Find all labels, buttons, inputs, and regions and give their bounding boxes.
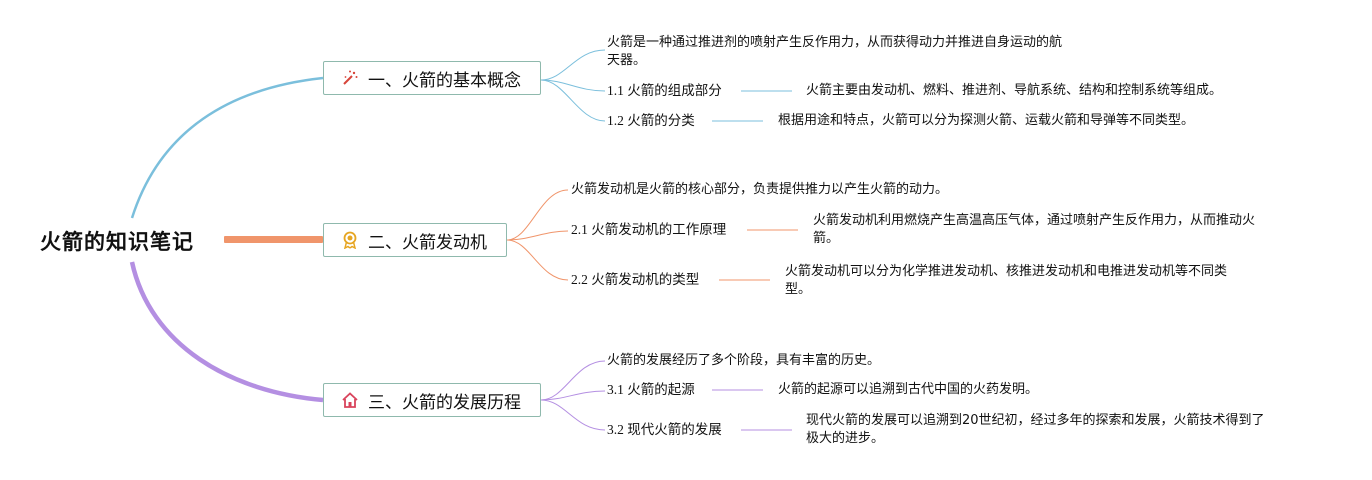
sub-topic-3-2[interactable]: 3.2 现代火箭的发展 xyxy=(607,422,722,437)
summary-line: 天器。 xyxy=(607,53,647,68)
sub-detail-1-1: 火箭主要由发动机、燃料、推进剂、导航系统、结构和控制系统等组成。 xyxy=(806,83,1223,98)
summary-line: 火箭发动机是火箭的核心部分，负责提供推力以产生火箭的动力。 xyxy=(571,182,949,197)
sub-detail-2-1: 火箭发动机利用燃烧产生高温高压气体，通过喷射产生反作用力，从而推动火 箭。 xyxy=(813,212,1255,248)
award-badge-icon xyxy=(340,230,360,250)
summary-line: 火箭的发展经历了多个阶段，具有丰富的历史。 xyxy=(607,353,881,368)
detail-line: 箭。 xyxy=(813,231,840,246)
branch1-sub1-connector xyxy=(540,79,606,92)
branch-basic-concept[interactable]: 一、火箭的基本概念 xyxy=(323,61,541,95)
branch3-summary: 火箭的发展经历了多个阶段，具有丰富的历史。 xyxy=(607,352,880,370)
branch2-summary: 火箭发动机是火箭的核心部分，负责提供推力以产生火箭的动力。 xyxy=(571,181,948,199)
branch3-sub1-connector xyxy=(540,390,606,401)
branch1-sub2-connector xyxy=(540,79,606,122)
branch2-sub2-connector xyxy=(506,239,569,281)
summary-line: 火箭是一种通过推进剂的喷射产生反作用力，从而获得动力并推进自身运动的航 xyxy=(607,35,1063,50)
detail-line: 火箭发动机利用燃烧产生高温高压气体，通过喷射产生反作用力，从而推动火 xyxy=(813,213,1256,228)
branch1-summary-connector xyxy=(540,49,606,81)
branch3-sub2-connector xyxy=(540,399,606,431)
home-icon xyxy=(340,390,360,410)
sub-topic-2-2[interactable]: 2.2 火箭发动机的类型 xyxy=(571,272,700,287)
magic-wand-icon xyxy=(340,68,360,88)
sub-detail-3-2: 现代火箭的发展可以追溯到20世纪初，经过多年的探索和发展，火箭技术得到了 极大的… xyxy=(806,412,1265,448)
detail-line: 型。 xyxy=(785,282,812,297)
branch1-summary: 火箭是一种通过推进剂的喷射产生反作用力，从而获得动力并推进自身运动的航 天器。 xyxy=(607,34,1062,70)
branch-label: 二、火箭发动机 xyxy=(368,232,487,253)
branch2-sub1-connector xyxy=(506,230,569,241)
sub-detail-3-1: 火箭的起源可以追溯到古代中国的火药发明。 xyxy=(778,382,1039,397)
branch-rocket-engine[interactable]: 二、火箭发动机 xyxy=(323,223,507,257)
root-branch1-connector xyxy=(130,76,324,219)
sub-topic-1-2[interactable]: 1.2 火箭的分类 xyxy=(607,113,695,128)
sub-detail-1-2: 根据用途和特点，火箭可以分为探测火箭、运载火箭和导弹等不同类型。 xyxy=(778,113,1195,128)
detail-line: 火箭发动机可以分为化学推进发动机、核推进发动机和电推进发动机等不同类 xyxy=(785,264,1228,279)
sub-topic-3-1[interactable]: 3.1 火箭的起源 xyxy=(607,382,695,397)
branch3-summary-connector xyxy=(540,360,606,401)
sub-topic-2-1[interactable]: 2.1 火箭发动机的工作原理 xyxy=(571,222,727,237)
root-branch2-connector xyxy=(224,236,323,243)
detail-line: 现代火箭的发展可以追溯到20世纪初，经过多年的探索和发展，火箭技术得到了 xyxy=(806,413,1265,428)
root-branch3-connector xyxy=(129,261,324,403)
branch2-summary-connector xyxy=(506,189,569,241)
branch-label: 一、火箭的基本概念 xyxy=(368,70,521,91)
branch-development-history[interactable]: 三、火箭的发展历程 xyxy=(323,383,541,417)
sub-detail-2-2: 火箭发动机可以分为化学推进发动机、核推进发动机和电推进发动机等不同类 型。 xyxy=(785,263,1227,299)
sub-topic-1-1[interactable]: 1.1 火箭的组成部分 xyxy=(607,83,722,98)
branch-label: 三、火箭的发展历程 xyxy=(368,392,521,413)
detail-line: 极大的进步。 xyxy=(806,431,885,446)
root-topic[interactable]: 火箭的知识笔记 xyxy=(40,230,194,254)
